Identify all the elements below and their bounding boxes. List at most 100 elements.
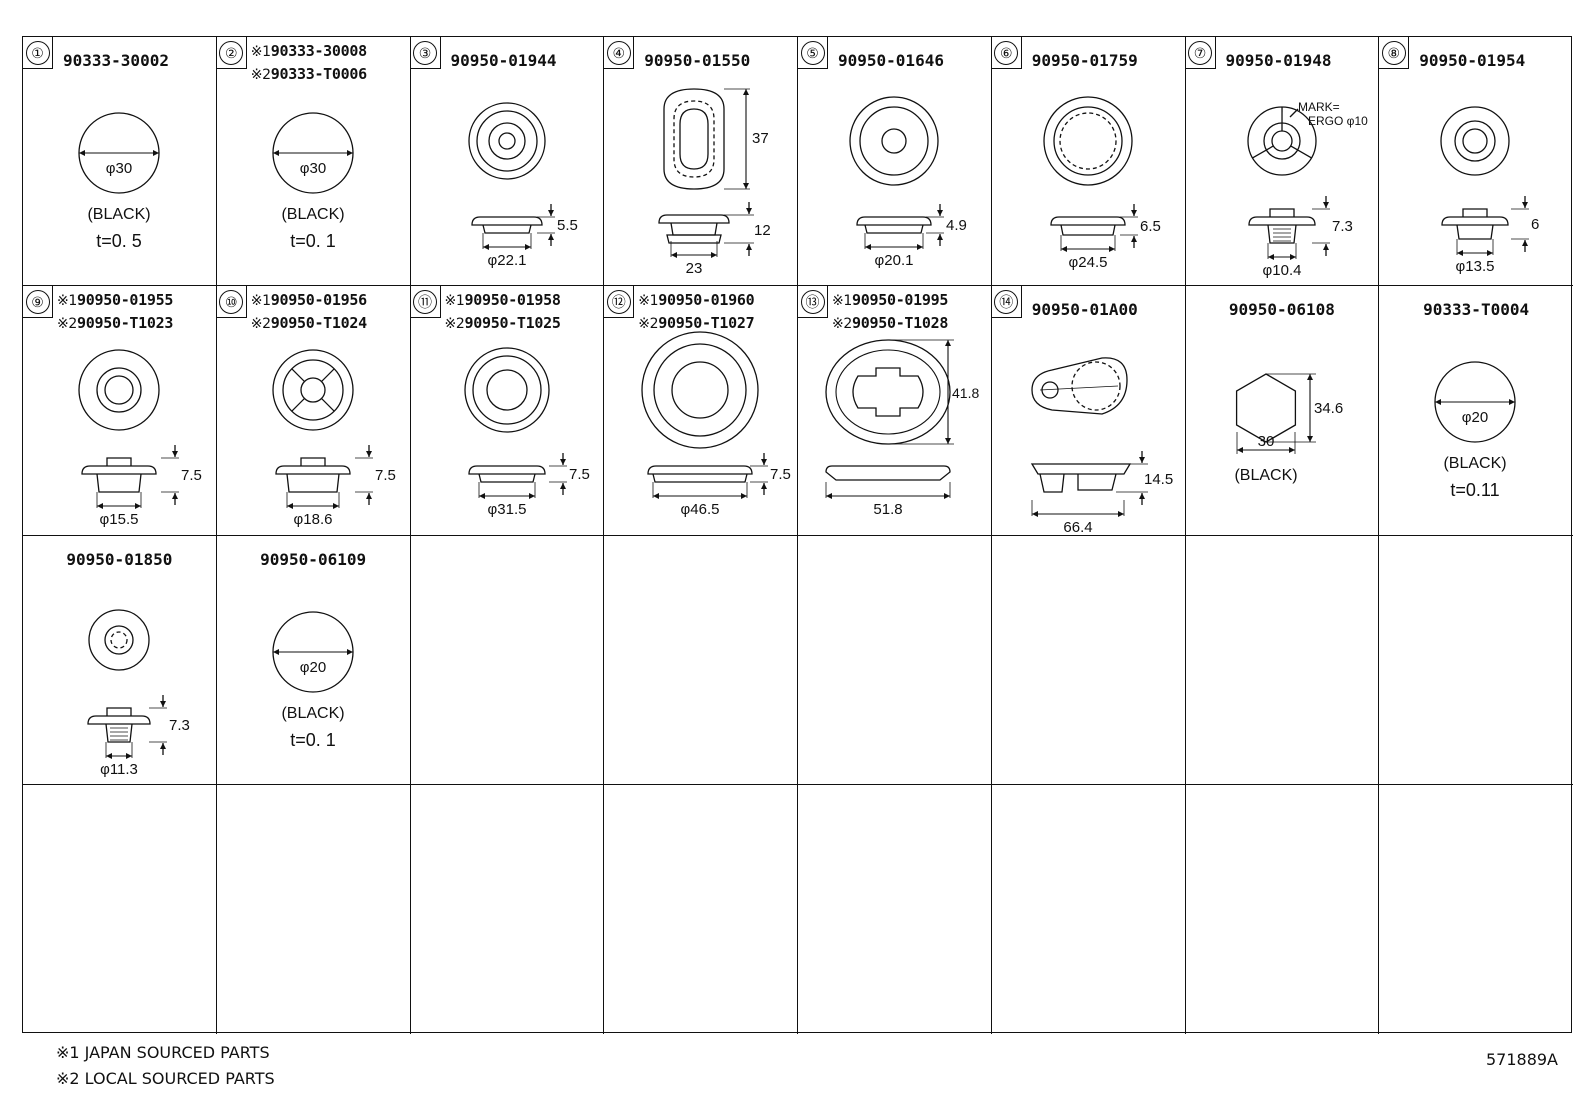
arrowhead <box>743 89 750 95</box>
item-number: ③ <box>413 40 437 65</box>
thickness-label: t=0. 5 <box>96 231 142 251</box>
part-number-block: ※190950-01958※290950-T1025 <box>445 289 561 335</box>
diameter-dimension: φ24.5 <box>1068 254 1107 271</box>
arrowhead <box>917 244 923 250</box>
arrowhead <box>937 210 943 216</box>
item-number-box: ③ <box>410 37 441 69</box>
item-number: ⑨ <box>25 289 50 314</box>
pear-plug-outline <box>1031 357 1128 415</box>
part-number: 90950-01646 <box>838 51 944 70</box>
diameter-dimension: φ13.5 <box>1456 258 1495 275</box>
empty-cell <box>411 784 605 1034</box>
mark-leader <box>1289 108 1298 118</box>
part-number-block: 90950-01948 <box>1226 51 1332 70</box>
item-number-box: ⑪ <box>410 286 441 319</box>
grommet-profile-body <box>105 723 133 743</box>
item-number-box: ⑨ <box>23 286 53 319</box>
arrowhead <box>741 493 748 500</box>
grommet-profile-body <box>1266 224 1297 244</box>
source-mark: ※1 <box>250 293 271 310</box>
source-mark: ※1 <box>57 293 78 310</box>
part-number-line: ※290950-T1025 <box>445 312 561 335</box>
grommet-ring <box>487 122 526 160</box>
arrowhead <box>172 451 178 458</box>
part-number-line: 90950-01A00 <box>1032 300 1138 319</box>
arrowhead <box>671 252 678 258</box>
arrowhead <box>761 459 768 466</box>
note-local-sourced: ※2 LOCAL SOURCED PARTS <box>56 1069 275 1088</box>
color-label: (BLACK) <box>281 206 344 223</box>
thickness-label: t=0. 1 <box>290 730 336 750</box>
height-dimension: 34.6 <box>1314 400 1343 417</box>
part-number: 90950-01944 <box>450 51 557 70</box>
height-dimension: 14.5 <box>1144 471 1173 488</box>
arrowhead <box>547 210 554 216</box>
part-number-line: 90950-01850 <box>23 550 216 569</box>
part-number: 90950-01955 <box>77 291 174 310</box>
grommet-rib <box>291 368 305 383</box>
arrowhead <box>286 503 293 510</box>
arrowhead <box>332 503 339 510</box>
arrowhead <box>160 742 166 749</box>
grommet-cap <box>1462 208 1488 217</box>
source-mark: ※1 <box>250 44 271 60</box>
grommet-rib <box>1289 145 1312 159</box>
arrowhead <box>711 252 718 258</box>
grommet-outer-ring <box>849 96 939 186</box>
empty-cell <box>1379 785 1573 1034</box>
arrowhead <box>346 150 353 156</box>
part-number-block: ※190950-01960※290950-T1027 <box>638 289 754 335</box>
part-number-block: 90950-01944 <box>451 51 557 70</box>
part-number-line: ※190950-01995 <box>832 289 948 312</box>
part-number: 90950-01960 <box>658 291 755 310</box>
arrowhead <box>1130 210 1137 216</box>
height-dimension: 4.9 <box>946 217 967 234</box>
grommet-profile-flange <box>81 465 157 475</box>
diameter-dimension: 66.4 <box>1063 519 1092 536</box>
part-number-line: ※290950-T1024 <box>251 312 367 335</box>
plug-profile-flange <box>658 214 730 224</box>
length-dimension: 37 <box>752 130 769 147</box>
arrowhead <box>944 493 950 500</box>
arrowhead <box>1031 511 1038 518</box>
grommet-profile-flange <box>1247 216 1316 226</box>
diameter-dimension: φ22.1 <box>487 252 526 269</box>
part-number: 90950-01A00 <box>1031 300 1138 320</box>
empty-cell <box>410 535 605 785</box>
part-number-block: 90950-01850 <box>23 550 216 569</box>
pear-plug-centerline <box>1039 385 1118 391</box>
part-number-block: 90333-30002 <box>63 51 169 70</box>
arrowhead <box>761 483 768 490</box>
item-number: ⑥ <box>994 40 1019 65</box>
color-label: (BLACK) <box>1234 467 1297 484</box>
part-number: 90950-T1023 <box>77 314 174 333</box>
arrowhead <box>1509 399 1516 406</box>
height-dimension: 6.5 <box>1140 218 1161 235</box>
part-number: 90333-T0004 <box>1423 300 1530 320</box>
diameter-label: φ20 <box>300 659 326 676</box>
grommet-profile-body <box>286 474 340 493</box>
item-number: ⑤ <box>800 40 825 65</box>
part-number-line: ※190950-01955 <box>57 289 173 312</box>
part-number-line: 90950-01646 <box>838 51 944 70</box>
diameter-dimension: 51.8 <box>873 501 902 518</box>
arrowhead <box>559 459 566 466</box>
empty-cell <box>1379 536 1573 785</box>
part-number-block: ※190333-30008※290333-T0006 <box>251 40 367 86</box>
part-number-block: 90950-01646 <box>838 51 944 70</box>
grommet-rib <box>291 398 305 412</box>
part-number-line: 90333-30002 <box>63 51 169 70</box>
arrowhead <box>524 244 531 250</box>
part-number-line: 90950-01944 <box>451 51 557 70</box>
source-mark: ※1 <box>638 293 659 310</box>
item-number: ⑫ <box>606 289 631 314</box>
oval-plug-hole <box>679 108 709 170</box>
